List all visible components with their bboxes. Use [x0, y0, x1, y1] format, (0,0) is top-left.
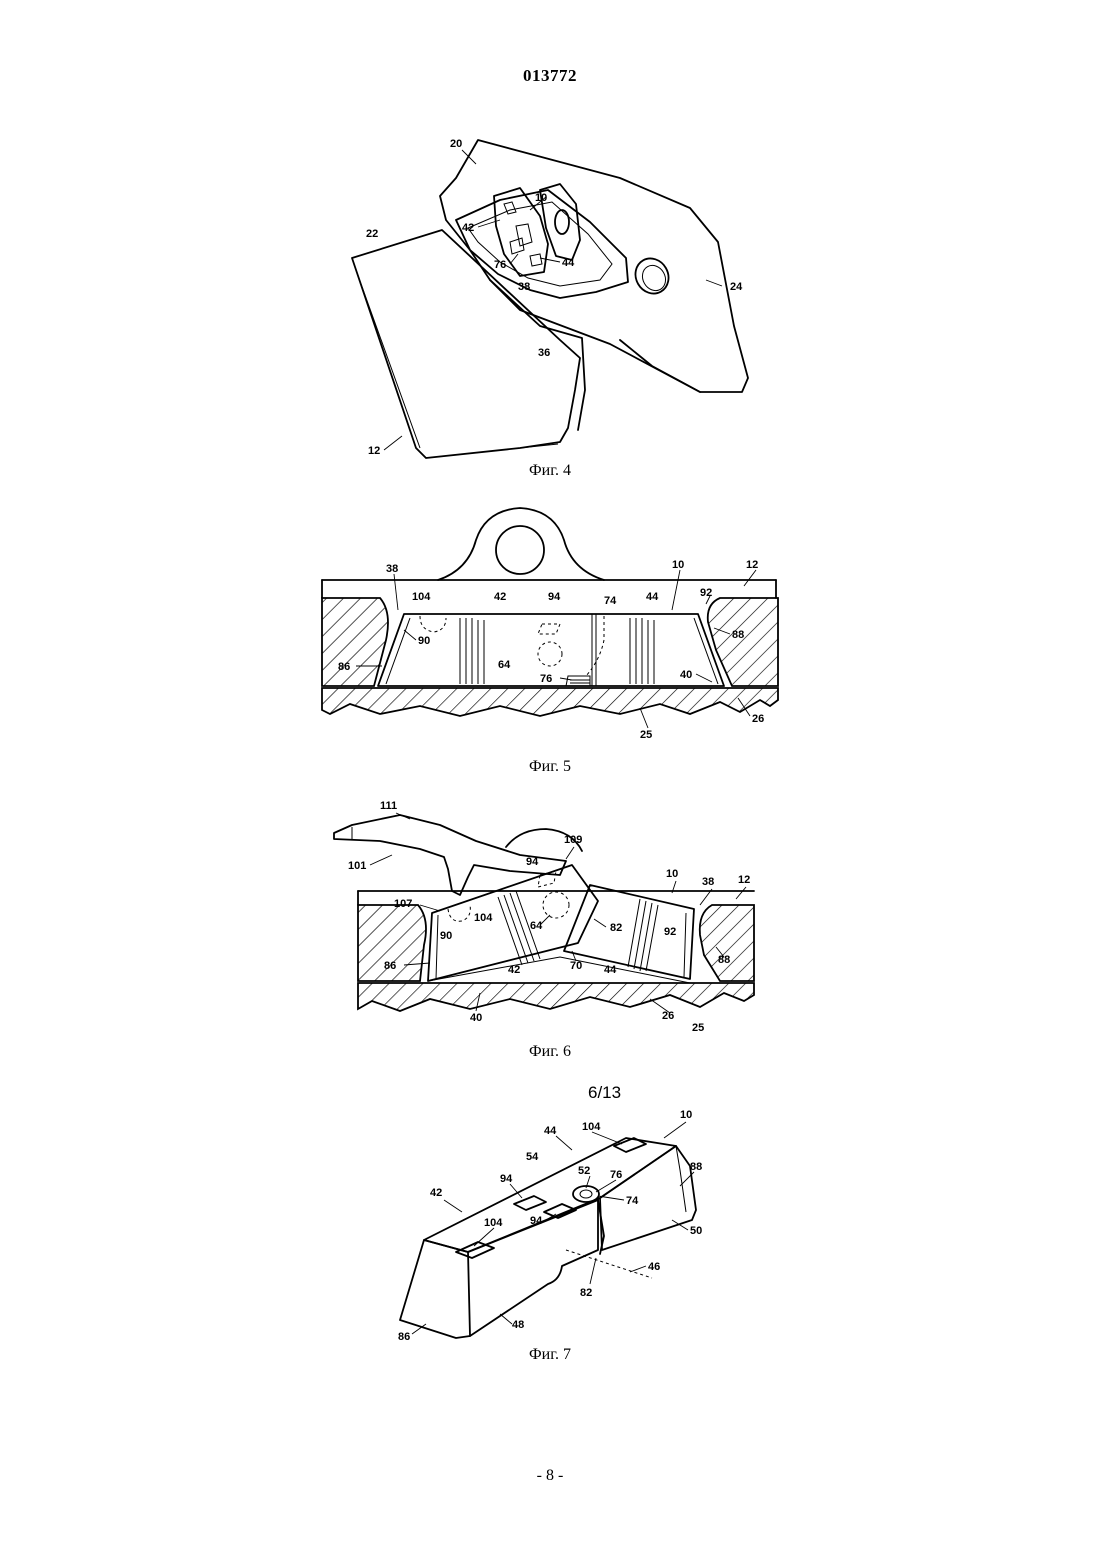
label-86: 86 [384, 960, 396, 972]
label-24: 24 [730, 281, 743, 293]
label-12: 12 [738, 874, 750, 886]
figure-7-caption: Фиг. 7 [0, 1346, 1100, 1364]
label-38: 38 [702, 876, 714, 888]
label-12: 12 [368, 445, 380, 457]
label-76: 76 [610, 1169, 622, 1181]
label-48: 48 [512, 1319, 524, 1331]
label-36: 36 [538, 347, 550, 359]
label-90: 90 [440, 930, 452, 942]
figure-6-drawing: 111 101 109 94 10 38 12 107 104 64 82 92… [0, 795, 1100, 1045]
label-76: 76 [540, 673, 552, 685]
figure-4-caption: Фиг. 4 [0, 462, 1100, 480]
label-40: 40 [680, 669, 692, 681]
label-86: 86 [398, 1331, 410, 1343]
label-64: 64 [530, 920, 543, 932]
label-74: 74 [626, 1195, 639, 1207]
label-94b: 94 [530, 1215, 543, 1227]
label-92: 92 [700, 587, 712, 599]
page-number: - 8 - [0, 1467, 1100, 1485]
document-number: 013772 [0, 66, 1100, 86]
label-82: 82 [580, 1287, 592, 1299]
label-42: 42 [430, 1187, 442, 1199]
label-25: 25 [640, 729, 652, 741]
figure-4-drawing: 20 10 22 42 76 44 38 24 36 12 [0, 130, 1100, 470]
label-44: 44 [544, 1125, 557, 1137]
label-94: 94 [548, 591, 561, 603]
label-111: 111 [380, 800, 397, 812]
label-82: 82 [610, 922, 622, 934]
figure-7-drawing: 10 44 104 88 54 52 76 94 42 74 94 104 50… [0, 1100, 1100, 1340]
label-109: 109 [564, 834, 582, 846]
label-86: 86 [338, 661, 350, 673]
label-38: 38 [386, 563, 398, 575]
label-70: 70 [570, 960, 582, 972]
label-22: 22 [366, 228, 378, 240]
label-38: 38 [518, 281, 530, 293]
label-90: 90 [418, 635, 430, 647]
label-46: 46 [648, 1261, 660, 1273]
label-44: 44 [646, 591, 659, 603]
label-74: 74 [604, 595, 617, 607]
figure-6-caption: Фиг. 6 [0, 1043, 1100, 1061]
figure-5-caption: Фиг. 5 [0, 758, 1100, 776]
label-20: 20 [450, 138, 462, 150]
label-76: 76 [494, 259, 506, 271]
label-88: 88 [718, 954, 730, 966]
label-92: 92 [664, 926, 676, 938]
label-94: 94 [526, 856, 539, 868]
label-104: 104 [412, 591, 431, 603]
label-104a: 104 [582, 1121, 601, 1133]
label-42: 42 [494, 591, 506, 603]
label-10: 10 [672, 559, 684, 571]
label-104: 104 [474, 912, 493, 924]
label-107: 107 [394, 898, 412, 910]
label-88: 88 [732, 629, 744, 641]
label-101: 101 [348, 860, 366, 872]
label-88: 88 [690, 1161, 702, 1173]
label-52: 52 [578, 1165, 590, 1177]
label-40: 40 [470, 1012, 482, 1024]
figure-5-drawing: 38 10 12 104 42 94 74 44 92 88 90 86 64 … [0, 500, 1100, 760]
label-44: 44 [562, 257, 575, 269]
label-64: 64 [498, 659, 511, 671]
label-42: 42 [508, 964, 520, 976]
label-94a: 94 [500, 1173, 513, 1185]
label-54: 54 [526, 1151, 539, 1163]
label-44: 44 [604, 964, 617, 976]
label-10: 10 [680, 1109, 692, 1121]
label-12: 12 [746, 559, 758, 571]
label-26: 26 [752, 713, 764, 725]
label-25: 25 [692, 1022, 704, 1034]
label-50: 50 [690, 1225, 702, 1237]
label-42: 42 [462, 222, 474, 234]
label-10: 10 [666, 868, 678, 880]
label-104b: 104 [484, 1217, 503, 1229]
